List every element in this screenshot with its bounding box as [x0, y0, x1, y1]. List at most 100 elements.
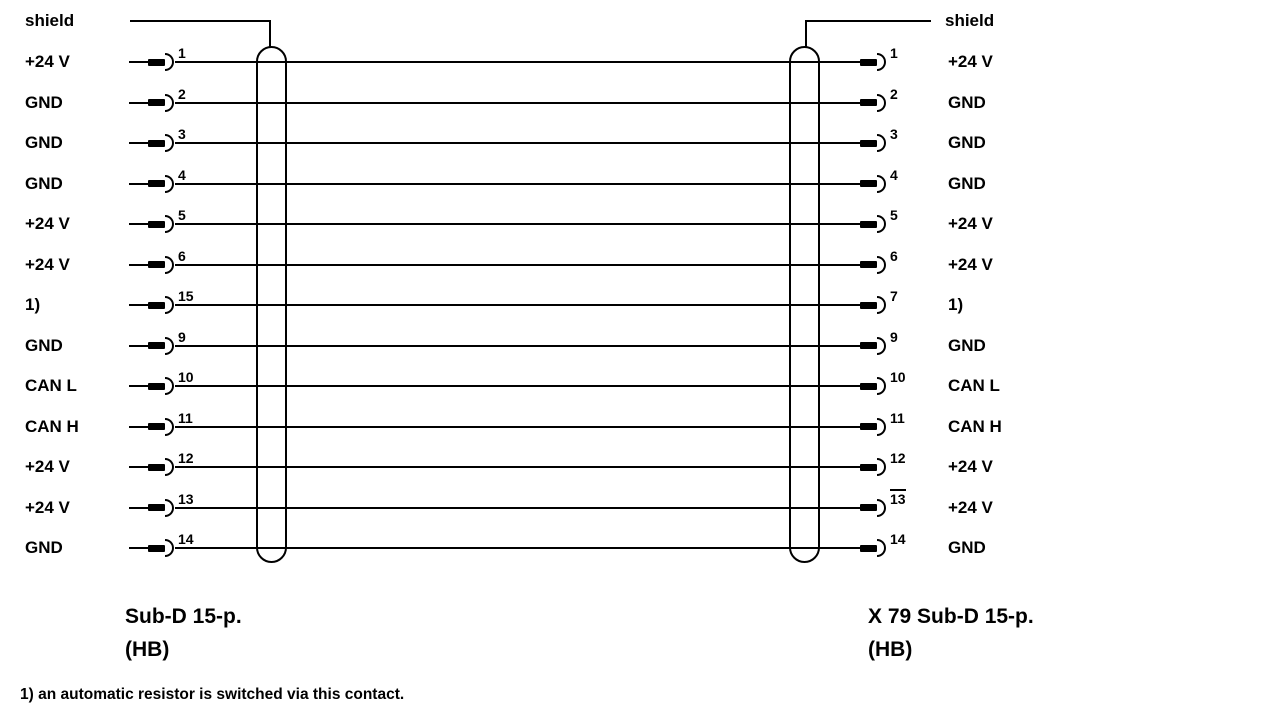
- left-signal-label: +24 V: [25, 254, 70, 274]
- right-signal-label: GND: [948, 173, 986, 193]
- left-signal-label: CAN L: [25, 376, 77, 395]
- right-pin-contact: [860, 139, 877, 147]
- right-signal-label: GND: [948, 133, 986, 152]
- left-pin-number: 4: [178, 166, 186, 183]
- right-pin-contact: [860, 58, 877, 66]
- left-pin-contact: [148, 58, 165, 66]
- left-pin-socket-arc: [165, 458, 174, 476]
- left-connector-sub: (HB): [125, 638, 170, 661]
- left-lead-line: [129, 142, 148, 144]
- left-signal-label: GND: [25, 335, 63, 355]
- right-signal-label: GND: [948, 538, 986, 557]
- left-pin-contact: [148, 261, 165, 268]
- wire-line: [175, 223, 862, 225]
- right-signal-label: GND: [948, 92, 986, 112]
- right-signal-label: +24 V: [948, 457, 993, 476]
- right-signal-label: GND: [948, 335, 986, 355]
- shield-label-left: shield: [25, 11, 75, 30]
- cable-shield-oval-left: [256, 46, 287, 563]
- right-pin-contact: [860, 342, 877, 349]
- left-lead-line: [129, 182, 148, 185]
- left-pin-socket-arc: [165, 377, 174, 395]
- left-pin-contact: [148, 423, 165, 430]
- right-pin-contact: [860, 504, 877, 511]
- shield-line-vertical-right: [805, 20, 807, 47]
- wire-line: [175, 425, 862, 428]
- right-pin-number: 1: [890, 45, 898, 61]
- left-pin-socket-arc: [165, 336, 174, 355]
- cable-shield-oval-right: [789, 46, 820, 563]
- left-signal-label: GND: [25, 538, 63, 557]
- right-signal-label: CAN L: [948, 376, 1000, 395]
- left-pin-socket-arc: [165, 93, 174, 112]
- right-pin-number: 2: [890, 85, 898, 102]
- wire-line: [175, 385, 862, 387]
- right-pin-contact: [860, 220, 877, 228]
- left-signal-label: +24 V: [25, 52, 70, 71]
- right-pin-contact: [860, 423, 877, 430]
- left-pin-socket-arc: [165, 417, 174, 436]
- right-signal-label: +24 V: [948, 52, 993, 71]
- shield-label-right: shield: [945, 11, 995, 30]
- right-signal-label: +24 V: [948, 254, 993, 274]
- left-pin-contact: [148, 301, 165, 309]
- right-pin-socket-arc: [877, 93, 886, 112]
- right-pin-number: 6: [890, 247, 898, 264]
- wire-line: [175, 547, 862, 549]
- wire-line: [175, 263, 862, 266]
- left-pin-number: 15: [178, 288, 194, 304]
- left-pin-number: 1: [178, 45, 186, 61]
- right-pin-contact: [860, 301, 877, 309]
- right-pin-socket-arc: [877, 498, 886, 517]
- left-lead-line: [129, 101, 148, 104]
- left-pin-socket-arc: [165, 539, 174, 557]
- left-pin-socket-arc: [165, 255, 174, 274]
- right-pin-socket-arc: [877, 458, 886, 476]
- left-lead-line: [129, 506, 148, 509]
- right-pin-contact: [860, 99, 877, 106]
- left-signal-label: CAN H: [25, 416, 79, 436]
- right-connector-sub: (HB): [868, 638, 913, 661]
- right-pin-contact: [860, 180, 877, 187]
- footnote: 1) an automatic resistor is switched via…: [20, 686, 405, 703]
- left-pin-socket-arc: [165, 174, 174, 193]
- right-pin-contact: [860, 544, 877, 552]
- left-pin-number: 13: [178, 490, 194, 507]
- left-pin-contact: [148, 382, 165, 390]
- right-pin-number: 12: [890, 450, 906, 466]
- left-pin-number: 9: [178, 328, 186, 345]
- right-pin-number: 13: [890, 488, 906, 507]
- right-pin-contact: [860, 463, 877, 471]
- left-connector-name: Sub-D 15-p.: [125, 605, 242, 628]
- left-signal-label: +24 V: [25, 214, 70, 233]
- right-pin-socket-arc: [877, 377, 886, 395]
- left-pin-contact: [148, 544, 165, 552]
- right-signal-label: +24 V: [948, 497, 993, 517]
- right-pin-socket-arc: [877, 336, 886, 355]
- left-lead-line: [129, 61, 148, 63]
- left-signal-label: +24 V: [25, 457, 70, 476]
- left-signal-label: GND: [25, 92, 63, 112]
- left-lead-line: [129, 223, 148, 225]
- left-lead-line: [129, 425, 148, 428]
- right-connector-name: X 79 Sub-D 15-p.: [868, 605, 1034, 628]
- shield-line-horizontal-left: [130, 20, 271, 22]
- left-lead-line: [129, 547, 148, 549]
- left-pin-contact: [148, 463, 165, 471]
- right-pin-number: 7: [890, 288, 898, 304]
- left-lead-line: [129, 263, 148, 266]
- left-pin-contact: [148, 342, 165, 349]
- right-pin-number: 3: [890, 126, 898, 142]
- left-signal-label: 1): [25, 295, 41, 314]
- right-signal-label: 1): [948, 295, 964, 314]
- right-pin-socket-arc: [877, 215, 886, 233]
- left-signal-label: +24 V: [25, 497, 70, 517]
- wire-line: [175, 142, 862, 144]
- wire-line: [175, 61, 862, 63]
- right-pin-number: 4: [890, 166, 898, 183]
- left-pin-contact: [148, 139, 165, 147]
- right-pin-socket-arc: [877, 539, 886, 557]
- left-pin-number: 5: [178, 207, 186, 223]
- wire-line: [175, 506, 862, 509]
- left-pin-contact: [148, 99, 165, 106]
